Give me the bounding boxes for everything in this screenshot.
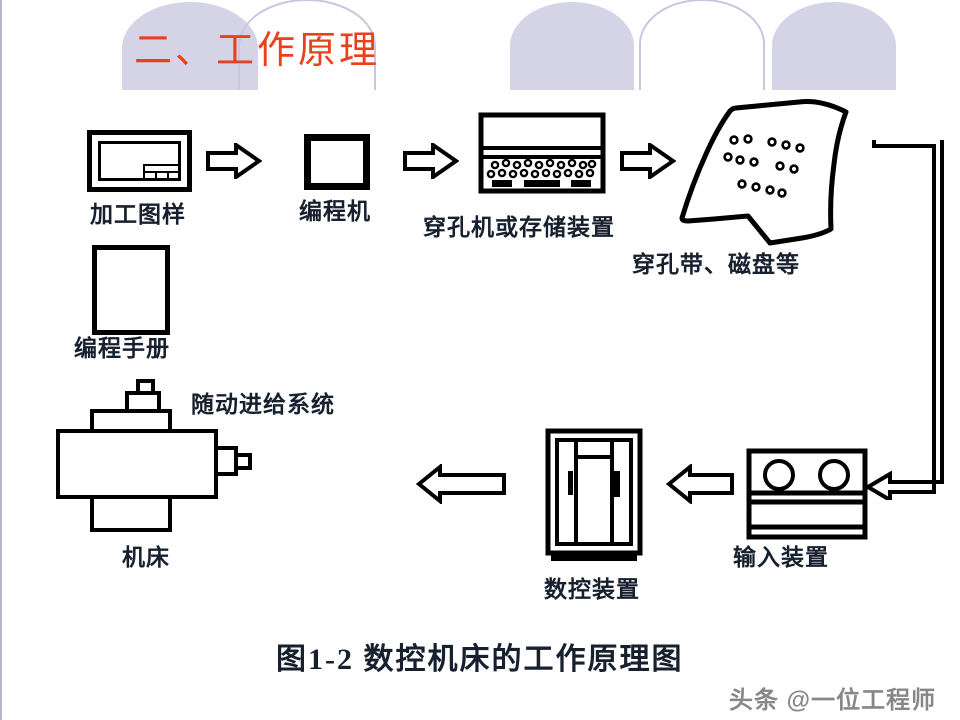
node-puncher-label: 穿孔机或存储装置 (423, 215, 615, 240)
node-drawing-shape (87, 130, 192, 192)
node-punched-tape-label: 穿孔带、磁盘等 (632, 252, 800, 277)
arch-outline-4 (639, 0, 765, 90)
arrow-puncher-to-tape (620, 143, 676, 179)
figure-caption: 图1-2 数控机床的工作原理图 (276, 643, 684, 676)
node-feed-system-label: 随动进给系统 (191, 392, 335, 417)
arrow-tape-to-input (864, 140, 944, 500)
arrow-programmer-to-puncher (403, 143, 459, 179)
node-cnc-unit-label: 数控装置 (544, 577, 640, 602)
arch-filled-5 (772, 2, 896, 90)
node-programmer-shape (304, 134, 370, 190)
arrow-input-to-cnc (666, 464, 734, 504)
page-title: 二、工作原理 (134, 30, 381, 72)
node-puncher-shape (478, 112, 606, 194)
arch-filled-3 (510, 2, 634, 90)
node-input-device-shape (746, 448, 868, 540)
node-cnc-unit-shape (545, 428, 643, 561)
arrow-cnc-to-machine (416, 464, 506, 504)
node-punched-tape-shape (679, 99, 849, 246)
node-manual-label: 编程手册 (74, 336, 170, 361)
node-machine-tool-shape (56, 379, 252, 532)
node-input-device-label: 输入装置 (733, 545, 829, 570)
node-manual-shape (92, 245, 170, 335)
node-programmer-label: 编程机 (299, 199, 371, 224)
arrow-drawing-to-programmer (206, 143, 262, 179)
watermark: 头条 @一位工程师 (729, 687, 937, 714)
node-machine-tool-label: 机床 (122, 545, 170, 570)
node-drawing-label: 加工图样 (90, 202, 186, 227)
